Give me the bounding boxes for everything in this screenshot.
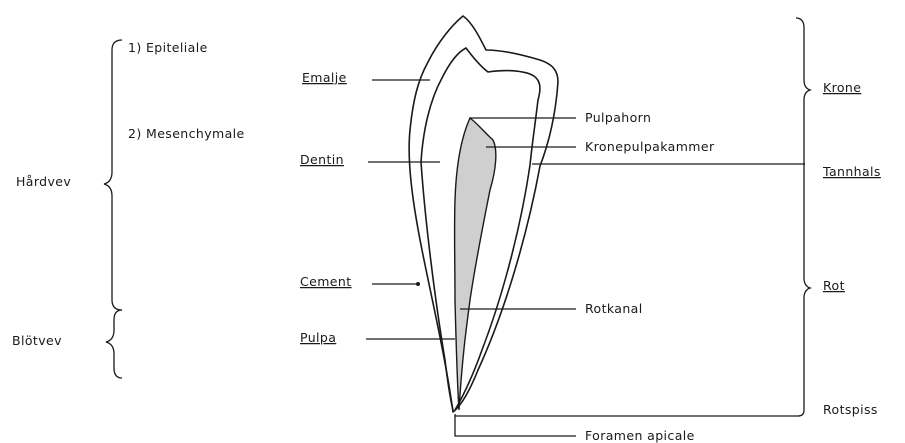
label-rot: Rot (823, 278, 845, 293)
label-kronepulpakammer: Kronepulpakammer (585, 139, 715, 154)
cement-dot (416, 282, 420, 286)
label-blotvev: Blötvev (12, 333, 62, 348)
label-krone: Krone (823, 80, 861, 95)
rot-bracket (798, 164, 810, 416)
label-cement: Cement (300, 274, 352, 289)
label-tannhals: Tannhals (822, 164, 881, 179)
label-hardvev: Hårdvev (16, 174, 71, 189)
label-pulpa: Pulpa (300, 330, 336, 345)
foramen-leader (455, 414, 576, 436)
hardvev-brace (104, 40, 122, 310)
label-pulpahorn: Pulpahorn (585, 110, 651, 125)
label-dentin: Dentin (300, 152, 344, 167)
label-mesenchymale: 2) Mesenchymale (128, 126, 245, 141)
blotvev-brace (106, 310, 122, 378)
label-epiteliale: 1) Epiteliale (128, 40, 208, 55)
label-rotkanal: Rotkanal (585, 301, 643, 316)
krone-bracket (796, 18, 810, 164)
label-rotspiss: Rotspiss (823, 402, 878, 417)
label-emalje: Emalje (302, 70, 347, 85)
label-foramen-apicale: Foramen apicale (585, 428, 695, 443)
